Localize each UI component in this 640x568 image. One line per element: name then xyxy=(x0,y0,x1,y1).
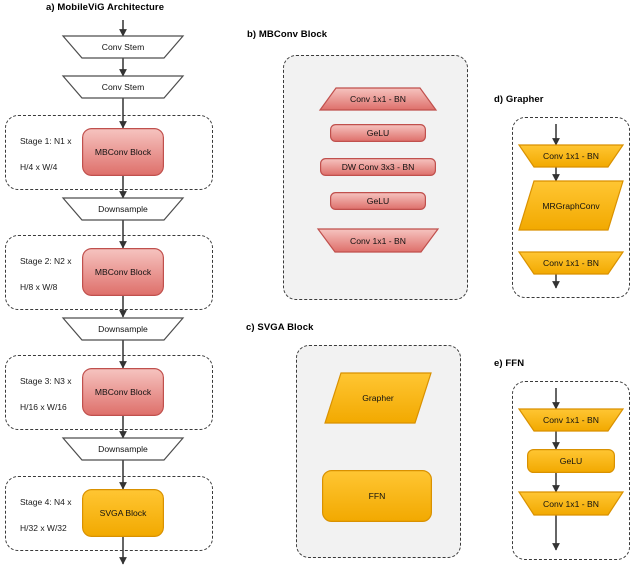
trapezoid-down-shape xyxy=(316,228,440,253)
node-ffn-conv-out[interactable]: Conv 1x1 - BN xyxy=(517,491,625,516)
panel-e-title: e) FFN xyxy=(494,358,525,369)
node-downsample-1[interactable]: Downsample xyxy=(61,197,185,221)
panel-d-title: d) Grapher xyxy=(494,94,544,105)
trapezoid-down-shape xyxy=(517,408,625,432)
node-svga-grapher[interactable]: Grapher xyxy=(324,372,432,424)
node-ffn-gelu[interactable]: GeLU xyxy=(527,449,615,473)
node-conv-stem-1[interactable]: Conv Stem xyxy=(61,35,185,59)
trapezoid-down-shape xyxy=(61,437,185,461)
stage-4-container xyxy=(5,476,213,551)
node-ffn-conv-in[interactable]: Conv 1x1 - BN xyxy=(517,408,625,432)
trapezoid-down-shape xyxy=(517,491,625,516)
trapezoid-up-shape xyxy=(318,87,438,111)
node-mbconv-conv-out[interactable]: Conv 1x1 - BN xyxy=(316,228,440,253)
stage-3-count-label: Stage 3: N3 x xyxy=(20,376,72,386)
node-conv-stem-2[interactable]: Conv Stem xyxy=(61,75,185,99)
node-grapher-conv-out[interactable]: Conv 1x1 - BN xyxy=(517,251,625,275)
node-svga-ffn[interactable]: FFN xyxy=(322,470,432,522)
trapezoid-down-shape xyxy=(61,35,185,59)
rounded-rect-shape xyxy=(82,128,164,176)
node-mbconv-block-3[interactable]: MBConv Block xyxy=(82,368,164,416)
panel-c-title: c) SVGA Block xyxy=(246,322,314,333)
grapher-container xyxy=(512,117,630,298)
node-downsample-2[interactable]: Downsample xyxy=(61,317,185,341)
rounded-rect-shape xyxy=(322,470,432,522)
stage-1-count-label: Stage 1: N1 x xyxy=(20,136,72,146)
node-grapher-conv-in[interactable]: Conv 1x1 - BN xyxy=(517,144,625,168)
node-mbconv-dwconv[interactable]: DW Conv 3x3 - BN xyxy=(320,158,436,176)
panel-a-title: a) MobileViG Architecture xyxy=(46,2,165,13)
node-grapher-mrgraphconv[interactable]: MRGraphConv xyxy=(518,180,624,231)
trapezoid-down-shape xyxy=(61,317,185,341)
stage-3-container xyxy=(5,355,213,430)
stage-4-count-label: Stage 4: N4 x xyxy=(20,497,72,507)
node-mbconv-conv-in[interactable]: Conv 1x1 - BN xyxy=(318,87,438,111)
stage-1-container xyxy=(5,115,213,190)
rounded-rect-shape xyxy=(82,368,164,416)
node-mbconv-gelu-2[interactable]: GeLU xyxy=(330,192,426,210)
stage-2-container xyxy=(5,235,213,310)
trapezoid-down-shape xyxy=(61,197,185,221)
trapezoid-down-shape xyxy=(517,251,625,275)
rounded-rect-shape xyxy=(82,248,164,296)
stage-3-resolution-label: H/16 x W/16 xyxy=(20,402,67,412)
rounded-rect-shape xyxy=(527,449,615,473)
stage-4-resolution-label: H/32 x W/32 xyxy=(20,523,67,533)
stage-1-resolution-label: H/4 x W/4 xyxy=(20,162,58,172)
rounded-rect-shape xyxy=(330,192,426,210)
trapezoid-down-shape xyxy=(517,144,625,168)
panel-b-title: b) MBConv Block xyxy=(247,29,328,40)
rounded-rect-shape xyxy=(82,489,164,537)
stage-2-count-label: Stage 2: N2 x xyxy=(20,256,72,266)
node-mbconv-gelu-1[interactable]: GeLU xyxy=(330,124,426,142)
node-mbconv-block-2[interactable]: MBConv Block xyxy=(82,248,164,296)
node-downsample-3[interactable]: Downsample xyxy=(61,437,185,461)
parallelogram-shape xyxy=(324,372,432,424)
rounded-rect-shape xyxy=(330,124,426,142)
rounded-rect-shape xyxy=(320,158,436,176)
ffn-container xyxy=(512,381,630,560)
parallelogram-shape xyxy=(518,180,624,231)
node-mbconv-block-1[interactable]: MBConv Block xyxy=(82,128,164,176)
node-svga-block[interactable]: SVGA Block xyxy=(82,489,164,537)
stage-2-resolution-label: H/8 x W/8 xyxy=(20,282,58,292)
trapezoid-down-shape xyxy=(61,75,185,99)
